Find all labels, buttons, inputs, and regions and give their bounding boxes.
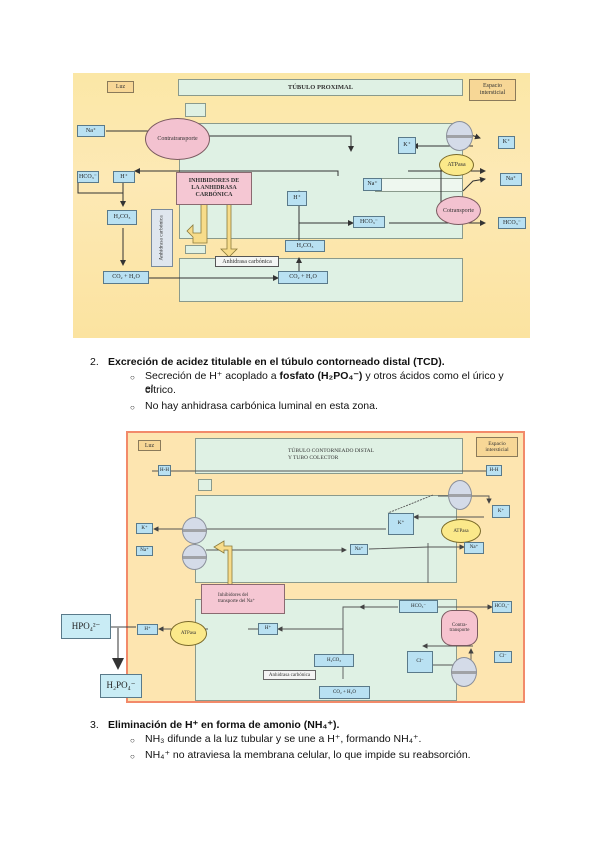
k-cell: K⁺ [398,137,416,154]
cl-channel [451,657,477,687]
figure-title-line-1: TÚBULO CONTORNEADO DISTAL [288,448,374,454]
co2-h2o-cell: CO₂ + H₂O [319,686,370,699]
k-cell: K⁺ [388,513,414,535]
k-channel-basolateral [448,480,472,510]
atpase-oval: ATPasa [439,154,474,176]
section-2-bullet-2: No hay anhidrasa carbónica luminal en es… [145,400,378,412]
lumen-label: Luz [138,440,161,451]
na-lumen: Na⁺ [136,546,153,556]
hpo4-box: HPO₄²⁻ [61,614,111,639]
hco3-interstitial: HCO₃⁻ [492,601,512,613]
section-3-title: Eliminación de H⁺ en forma de amonio (NH… [108,719,340,731]
carbonic-anhydrase-vertical: Anhidrasa carbónica [151,209,173,267]
hh-lumen: H-H [158,465,171,476]
na-transport-inhibitors: Inhibidores del transporte del Na⁺ [201,584,285,614]
figure1-arrows [77,128,486,281]
figure-title-line-2: Y TUBO COLECTOR [288,455,339,461]
hh-interstitial: H-H [486,465,502,476]
co2-h2o-cell: CO₂ + H₂O [278,271,328,284]
interstitial-label: Espacio intersticial [469,79,516,101]
title-bar [195,438,463,474]
inhibitors-box: INHIBIDORES DE LA ANHIDRASA CARBÓNICA [176,172,252,205]
small-box-2 [185,245,206,254]
na-interstitial: Na⁺ [464,542,484,554]
h2co3-lumen: H₂CO₃ [107,210,137,225]
k-interstitial: K⁺ [492,505,510,518]
atpase-basolateral: ATPasa [441,519,481,543]
section-3-number: 3. [90,719,99,731]
atpase-apical: ATPasa [170,621,207,646]
section-3-bullet-2: NH₄⁺ no atraviesa la membrana celular, l… [145,749,471,761]
na-k-pump-channel [446,121,473,151]
hco3-cell: HCO₃⁻ [353,216,385,228]
h2co3-cell: H₂CO₃ [285,240,325,252]
na-cell: Na⁺ [350,544,368,555]
h2po4-box: H₂PO₄⁻ [100,674,142,698]
k-interstitial: K⁺ [498,136,515,149]
phosphate-term: fosfato (H₂PO₄⁻) [279,370,363,382]
bullet-glyph: ○ [130,752,135,761]
title-bar [178,79,463,96]
bullet-glyph: ○ [130,736,135,745]
cotransport-oval: Cotransporte [436,196,481,225]
h-cell: H⁺ [287,191,307,206]
figure-proximal-tubule: Luz TÚBULO PROXIMAL Espacio intersticial [73,73,530,338]
h-lumen: H⁺ [137,624,158,635]
h-lumen: H⁺ [113,171,135,183]
section-3-bullet-1: NH₃ difunde a la luz tubular y se une a … [145,733,422,745]
h-cell: H⁺ [258,623,278,635]
carbonic-anhydrase-label: Anhidrasa carbónica [263,670,316,680]
countertransport-oval: Contratransporte [145,118,210,160]
section-2-number: 2. [90,356,99,368]
bullet-glyph: ○ [130,373,135,382]
bullet-glyph: ○ [130,403,135,412]
section-2-title: Excreción de acidez titulable en el túbu… [108,356,445,368]
figure-distal-tubule: Luz TÚBULO CONTORNEADO DISTAL Y TUBO COL… [126,431,525,703]
countertransport-octagon: Contra-transporte [441,610,478,646]
na-channel-apical [182,544,207,570]
k-lumen: K⁺ [136,523,153,534]
carbonic-anhydrase-label: Anhidrasa carbónica [215,256,279,267]
figure-title: TÚBULO PROXIMAL [287,84,354,91]
hco3-cell: HCO₃⁻ [399,600,438,613]
small-box [198,479,212,491]
lower-cell [195,599,457,701]
interstitial-label: Espacio intersticial [476,437,518,457]
section-2-bullet-1-cont: cítrico. [145,384,176,396]
na-cell: Na⁺ [363,178,382,191]
section-2-bullet-1: Secreción de H⁺ acoplado a fosfato (H₂PO… [145,370,504,395]
small-box [185,103,206,117]
upper-cell [195,495,457,583]
hco3-lumen: HCO₃⁻ [77,171,99,183]
hco3-interstitial: HCO₃⁻ [498,217,526,229]
lumen-label: Luz [107,81,134,93]
h2co3-cell: H₂CO₃ [314,654,354,667]
na-interstitial: Na⁺ [500,173,522,186]
k-channel-apical [182,517,207,544]
cl-interstitial: Cl⁻ [494,651,512,663]
cl-cell: Cl⁻ [407,651,433,673]
co2-h2o-lumen: CO₂ + H₂O [103,271,149,284]
na-lumen: Na⁺ [77,125,105,137]
